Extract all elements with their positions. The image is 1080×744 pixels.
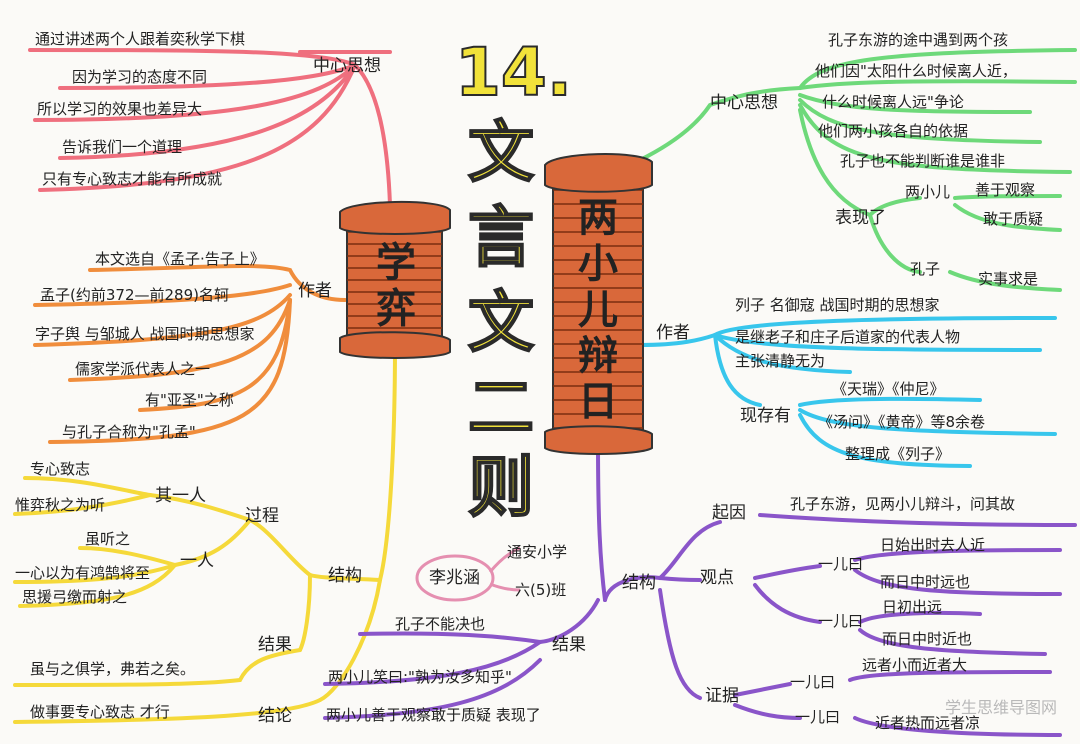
right-center-thought-label: 中心思想 [710, 93, 778, 113]
right-cause-text: 孔子东游，见两小儿辩斗，问其故 [790, 495, 1016, 513]
left-result-text: 虽与之俱学，弗若之矣。 [30, 660, 196, 678]
right-now-item-3: 整理成《列子》 [845, 445, 951, 463]
right-result-item-1: 孔子不能决也 [395, 615, 486, 633]
title-char-4: 二 [467, 369, 535, 446]
right-evidence-kid1-label: 一儿曰 [790, 673, 836, 691]
right-author-label: 作者 [656, 323, 690, 343]
left-process-other-label: 一人 [180, 551, 214, 571]
right-scroll-title: 两小儿辩日 [578, 195, 618, 425]
right-author-branches [638, 316, 1057, 468]
left-other-item-3: 思援弓缴而射之 [22, 588, 128, 606]
left-conclusion-label: 结论 [258, 706, 292, 726]
left-scroll [339, 201, 451, 359]
left-ct-item-5: 只有专心致志才能有所成就 [42, 170, 223, 188]
left-ct-item-3: 所以学习的效果也差异大 [37, 100, 203, 118]
left-author-label: 作者 [298, 281, 332, 301]
left-conclusion-text: 做事要专心致志 才行 [30, 703, 170, 721]
right-kids-item-1: 善于观察 [975, 181, 1036, 199]
left-one-item-2: 惟弈秋之为听 [15, 496, 106, 514]
right-view-kid2-item-2: 而日中时近也 [882, 630, 973, 648]
title-char-5: 则 [467, 449, 535, 526]
left-author-branches [33, 263, 347, 444]
author-class: 六(5)班 [515, 581, 567, 599]
right-confucius-label: 孔子 [910, 260, 941, 278]
right-confucius-item-1: 实事求是 [978, 270, 1039, 288]
name-oval [415, 554, 495, 602]
watermark: 学生思维导图网 [945, 698, 1058, 717]
right-ct-item-3: 什么时候离人远"争论 [822, 93, 964, 111]
author-school: 通安小学 [507, 543, 568, 561]
lesson-number: 14. [454, 34, 573, 111]
right-cause-label: 起因 [712, 503, 746, 523]
left-other-item-2: 一心以为有鸿鹄将至 [15, 564, 151, 582]
right-now-label: 现存有 [740, 406, 791, 426]
right-author-item-3: 主张清静无为 [735, 352, 826, 370]
right-ct-item-1: 孔子东游的途中遇到两个孩 [828, 31, 1009, 49]
right-now-item-2: 《汤问》《黄帝》等8余卷 [818, 413, 986, 431]
left-structure-branches [13, 343, 397, 724]
left-scroll-title: 学弈 [376, 240, 416, 332]
left-author-item-1: 本文选自《孟子·告子上》 [95, 250, 265, 268]
right-scroll [544, 153, 653, 455]
title-char-3: 文 [467, 284, 535, 361]
right-views-label: 观点 [700, 568, 734, 588]
right-view-kid2-item-1: 日初出远 [882, 598, 943, 616]
right-shows-label: 表现了 [835, 208, 886, 228]
left-process-one-label: 其一人 [155, 486, 206, 506]
right-author-item-1: 列子 名御寇 战国时期的思想家 [735, 296, 940, 314]
left-ct-item-1: 通过讲述两个人跟着奕秋学下棋 [35, 30, 246, 48]
right-view-kid1-item-1: 日始出时去人近 [880, 536, 986, 554]
left-author-item-5: 有"亚圣"之称 [145, 391, 234, 409]
right-structure-label: 结构 [622, 573, 656, 593]
left-result-label: 结果 [258, 635, 292, 655]
right-evidence-kid1-text: 远者小而近者大 [862, 656, 968, 674]
right-view-kid1-label: 一儿曰 [818, 555, 864, 573]
right-view-kid2-label: 一儿曰 [818, 612, 864, 630]
right-result-label: 结果 [552, 635, 586, 655]
left-ct-item-4: 告诉我们一个道理 [62, 138, 183, 156]
left-process-label: 过程 [245, 506, 279, 526]
left-author-item-6: 与孔子合称为"孔孟" [62, 423, 196, 441]
left-author-item-4: 儒家学派代表人之一 [75, 360, 211, 378]
left-other-item-1: 虽听之 [85, 530, 131, 548]
left-ct-item-2: 因为学习的态度不同 [72, 68, 208, 86]
author-name: 李兆涵 [429, 568, 480, 588]
right-author-item-2: 是继老子和庄子后道家的代表人物 [735, 328, 961, 346]
right-kids-item-2: 敢于质疑 [983, 210, 1044, 228]
right-ct-item-4: 他们两小孩各自的依据 [818, 122, 969, 140]
right-now-item-1: 《天瑞》《仲尼》 [832, 380, 945, 398]
left-center-thought-branches [28, 48, 392, 207]
right-result-item-2: 两小儿笑曰:"孰为汝多知乎" [328, 668, 512, 686]
right-ct-item-2: 他们因"太阳什么时候离人近， [815, 62, 1017, 80]
left-one-item-1: 专心致志 [30, 460, 91, 478]
right-evidence-kid2-text: 近者热而远者凉 [875, 714, 981, 732]
title-char-1: 文 [467, 114, 535, 191]
left-author-item-2: 孟子(约前372—前289)名轲 [40, 286, 229, 304]
right-structure-branches [323, 438, 1077, 737]
right-evidence-label: 证据 [705, 686, 739, 706]
right-kids-label: 两小儿 [905, 183, 951, 201]
right-evidence-kid2-label: 一儿曰 [795, 708, 841, 726]
left-author-item-3: 字子舆 与邹城人 战国时期思想家 [35, 325, 255, 343]
right-ct-item-5: 孔子也不能判断谁是谁非 [840, 152, 1006, 170]
right-view-kid1-item-2: 而日中时远也 [880, 573, 971, 591]
right-result-item-3: 两小儿善于观察敢于质疑 表现了 [326, 706, 541, 724]
right-center-thought-branches [638, 48, 1077, 292]
left-center-thought-label: 中心思想 [313, 56, 381, 76]
title-char-2: 言 [467, 199, 535, 276]
left-structure-label: 结构 [328, 566, 362, 586]
